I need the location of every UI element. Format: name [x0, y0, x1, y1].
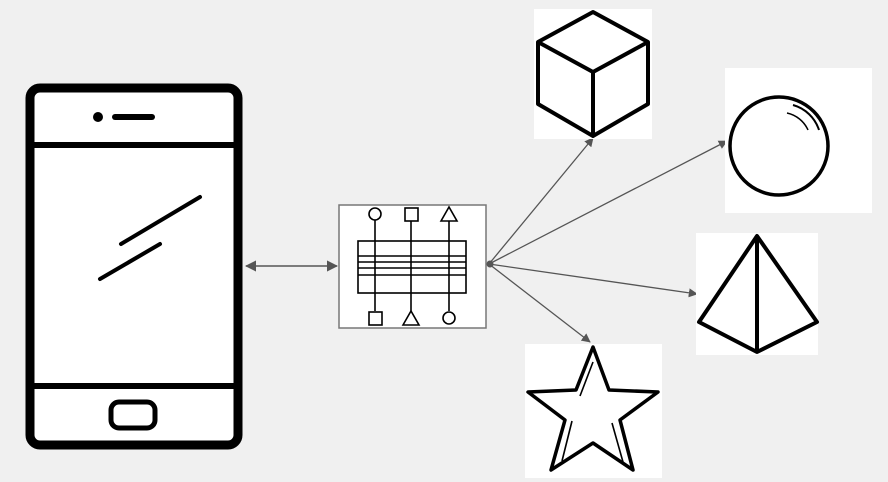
- sphere-icon[interactable]: [725, 68, 872, 213]
- pyramid-icon[interactable]: [696, 233, 819, 355]
- home-button: [108, 399, 158, 431]
- hub-sphere-connector: [488, 140, 728, 265]
- camera-dot: [93, 112, 103, 122]
- hub-pyramid-connector: [488, 263, 698, 298]
- cube-icon[interactable]: [534, 9, 652, 139]
- hub-star-connector: [488, 263, 591, 343]
- star-icon[interactable]: [525, 344, 662, 478]
- screen-glare-line: [98, 242, 162, 281]
- smartphone-icon[interactable]: [25, 83, 243, 450]
- multiplexer-switch-icon[interactable]: [338, 204, 487, 329]
- screen-glare-line: [119, 195, 202, 246]
- hub-cube-connector: [488, 137, 594, 265]
- fanout-junction: [486, 260, 494, 268]
